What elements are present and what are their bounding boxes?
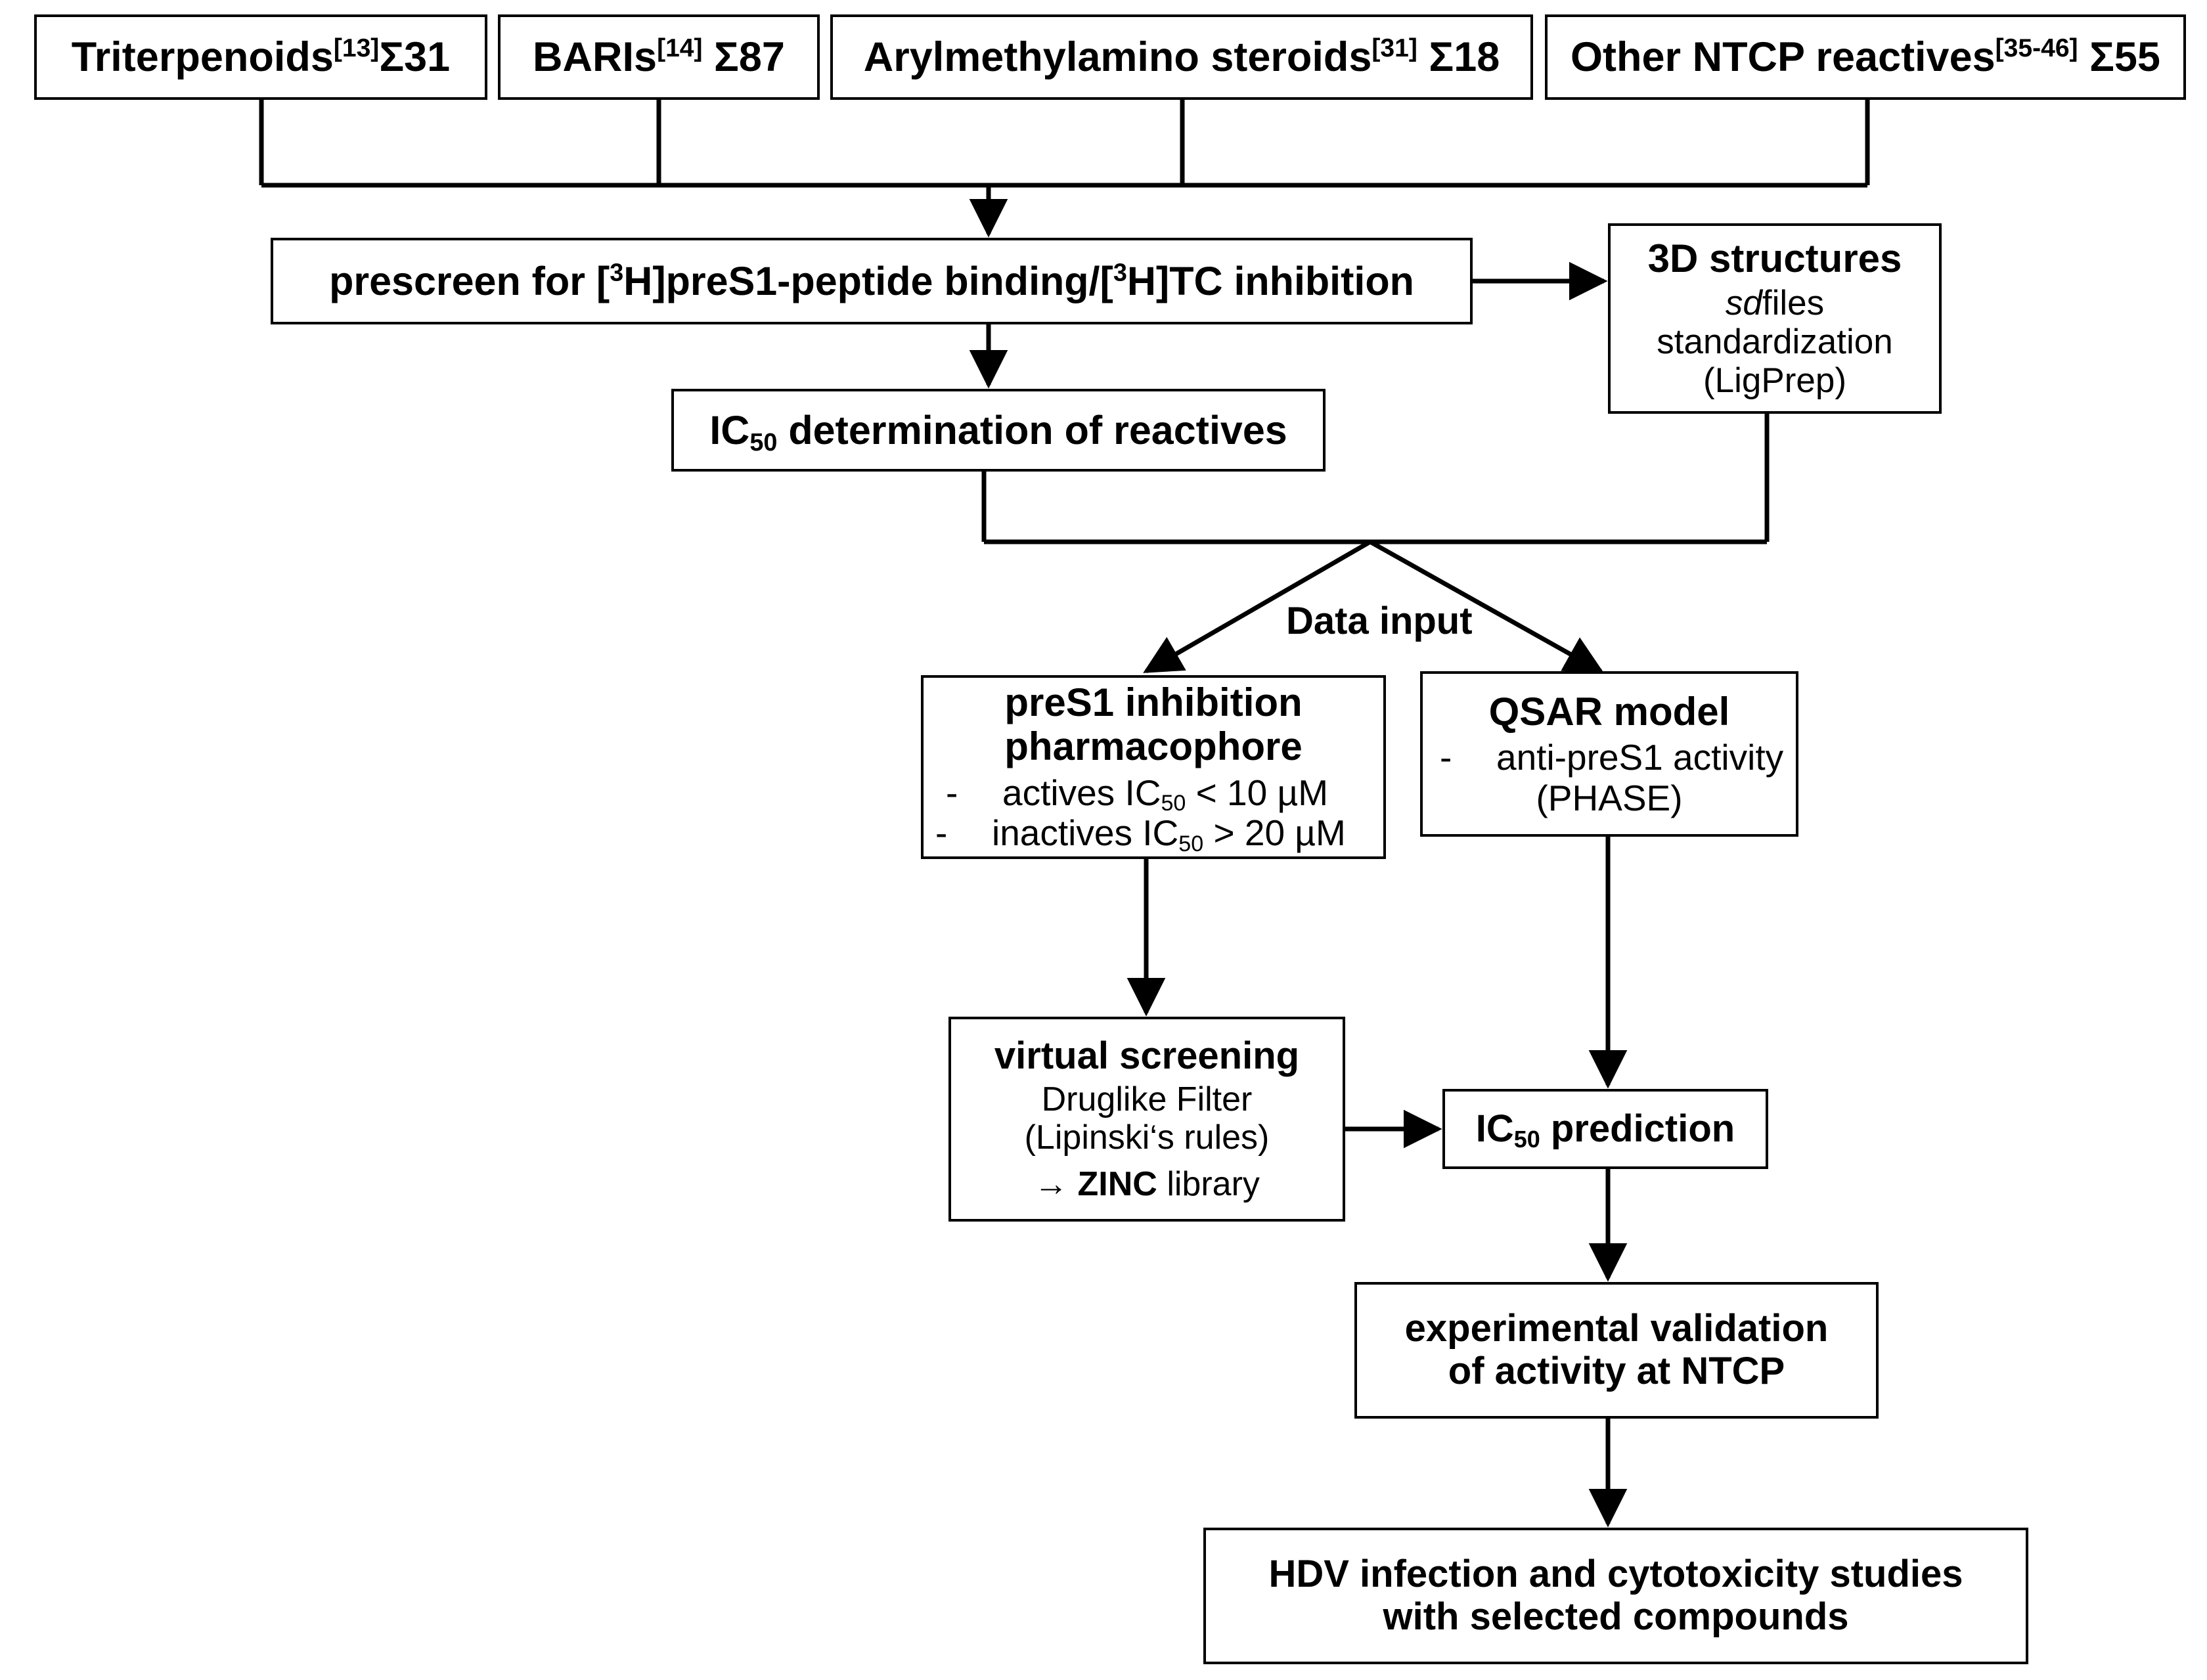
prescreen-part3: H]TC inhibition	[1126, 258, 1414, 303]
triterpenoids-count: Σ31	[379, 33, 451, 80]
node-triterpenoids-label: Triterpenoids[13]Σ31	[72, 34, 450, 81]
node-other-ntcp-reactives[interactable]: Other NTCP reactives[35-46] Σ55	[1545, 14, 2186, 100]
node-prescreen-label: prescreen for [3H]preS1-peptide binding/…	[329, 259, 1414, 303]
arylmethylamino-name: Arylmethylamino steroids	[863, 33, 1372, 80]
node-3d-structures[interactable]: 3D structures sdfiles standardization (L…	[1608, 223, 1942, 414]
node-qsar-line3: (PHASE)	[1536, 777, 1683, 818]
qsar-bullet-text: anti-preS1 activity	[1496, 737, 1784, 778]
baris-ref: [14]	[657, 33, 703, 62]
node-virtual-screening[interactable]: virtual screening Druglike Filter (Lipin…	[948, 1017, 1345, 1222]
node-3d-line4: (LigPrep)	[1703, 361, 1846, 401]
node-vscreen-line2: Druglike Filter	[1041, 1080, 1253, 1119]
node-hdv-studies[interactable]: HDV infection and cytotoxicity studies w…	[1203, 1528, 2028, 1664]
pres1-bullet-0-text: actives IC50 < 10 µM	[1002, 772, 1383, 816]
prescreen-part1: prescreen for [	[329, 258, 610, 303]
triterpenoids-name: Triterpenoids	[71, 33, 334, 80]
edge-label-data-input: Data input	[1286, 600, 1473, 642]
vscreen-arrow-glyph-icon: →	[1034, 1164, 1078, 1203]
ic50pred-pre: IC	[1475, 1107, 1514, 1150]
node-experimental-validation[interactable]: experimental validation of activity at N…	[1354, 1282, 1879, 1419]
node-baris-label: BARIs[14] Σ87	[533, 34, 785, 81]
node-pres1-pharmacophore[interactable]: preS1 inhibition pharmacophore - actives…	[921, 675, 1386, 859]
node-hdv-line2: with selected compounds	[1383, 1595, 1849, 1638]
node-qsar-bullet: - anti-preS1 activity	[1423, 737, 1796, 778]
node-3d-title: 3D structures	[1647, 236, 1902, 281]
ic50det-post: determination of reactives	[777, 407, 1287, 453]
node-arylmethylamino-label: Arylmethylamino steroids[31] Σ18	[864, 34, 1500, 81]
node-arylmethylamino-steroids[interactable]: Arylmethylamino steroids[31] Σ18	[830, 14, 1533, 100]
node-ic50-prediction-label: IC50 prediction	[1475, 1107, 1735, 1153]
node-vscreen-title: virtual screening	[994, 1034, 1300, 1078]
node-qsar-title: QSAR model	[1488, 689, 1730, 734]
baris-count: Σ87	[714, 33, 785, 80]
prescreen-part2: H]preS1-peptide binding/[	[623, 258, 1113, 303]
arylmethylamino-ref: [31]	[1371, 33, 1417, 62]
pres1-bullet-0-pre: actives IC	[1002, 772, 1161, 813]
node-vscreen-line4: → ZINC library	[1034, 1165, 1260, 1203]
node-ic50-determination-label: IC50 determination of reactives	[709, 407, 1287, 456]
node-pres1-title-line2: pharmacophore	[1004, 724, 1303, 769]
pres1-bullet-1-dash: -	[935, 812, 948, 854]
node-hdv-line1: HDV infection and cytotoxicity studies	[1268, 1553, 1963, 1596]
node-baris[interactable]: BARIs[14] Σ87	[498, 14, 820, 100]
pres1-bullet-1-post: > 20 µM	[1203, 812, 1346, 854]
node-pres1-bullet-actives: - actives IC50 < 10 µM	[924, 772, 1383, 816]
node-vscreen-line3: (Lipinski‘s rules)	[1024, 1118, 1270, 1157]
pres1-bullet-0-post: < 10 µM	[1186, 772, 1329, 813]
ic50det-sub: 50	[749, 428, 778, 456]
other-ntcp-name: Other NTCP reactives	[1571, 33, 1995, 80]
node-3d-files: files	[1762, 283, 1825, 322]
node-other-ntcp-label: Other NTCP reactives[35-46] Σ55	[1571, 34, 2160, 81]
pres1-bullet-1-text: inactives IC50 > 20 µM	[992, 812, 1383, 857]
other-ntcp-count: Σ55	[2089, 33, 2160, 80]
ic50pred-sub: 50	[1513, 1125, 1540, 1153]
prescreen-sup1: 3	[610, 259, 624, 287]
qsar-bullet-dash: -	[1440, 737, 1452, 778]
vscreen-zinc: ZINC	[1077, 1164, 1157, 1203]
node-3d-line2: sdfiles	[1726, 284, 1824, 322]
node-expval-line2: of activity at NTCP	[1448, 1350, 1785, 1392]
other-ntcp-ref: [35-46]	[1995, 33, 2078, 62]
node-pres1-bullet-inactives: - inactives IC50 > 20 µM	[924, 812, 1383, 857]
baris-name: BARIs	[533, 33, 658, 80]
vscreen-library: library	[1157, 1164, 1260, 1203]
pres1-bullet-1-sub: 50	[1178, 831, 1204, 857]
node-3d-line3: standardization	[1657, 322, 1893, 361]
pres1-bullet-0-dash: -	[946, 772, 958, 813]
ic50pred-post: prediction	[1540, 1107, 1735, 1150]
prescreen-sup2: 3	[1113, 259, 1127, 287]
node-prescreen[interactable]: prescreen for [3H]preS1-peptide binding/…	[271, 238, 1473, 324]
node-pres1-title-line1: preS1 inhibition	[1004, 680, 1303, 725]
pres1-bullet-1-pre: inactives IC	[992, 812, 1179, 854]
arylmethylamino-count: Σ18	[1429, 33, 1500, 80]
node-expval-line1: experimental validation	[1404, 1307, 1829, 1350]
node-triterpenoids[interactable]: Triterpenoids[13]Σ31	[34, 14, 487, 100]
node-qsar-model[interactable]: QSAR model - anti-preS1 activity (PHASE)	[1420, 671, 1798, 837]
pres1-bullet-0-sub: 50	[1161, 791, 1186, 816]
ic50det-pre: IC	[709, 407, 750, 453]
triterpenoids-ref: [13]	[333, 33, 380, 62]
node-ic50-determination[interactable]: IC50 determination of reactives	[671, 389, 1326, 472]
node-ic50-prediction[interactable]: IC50 prediction	[1442, 1089, 1768, 1169]
node-3d-sd: sd	[1725, 283, 1762, 322]
